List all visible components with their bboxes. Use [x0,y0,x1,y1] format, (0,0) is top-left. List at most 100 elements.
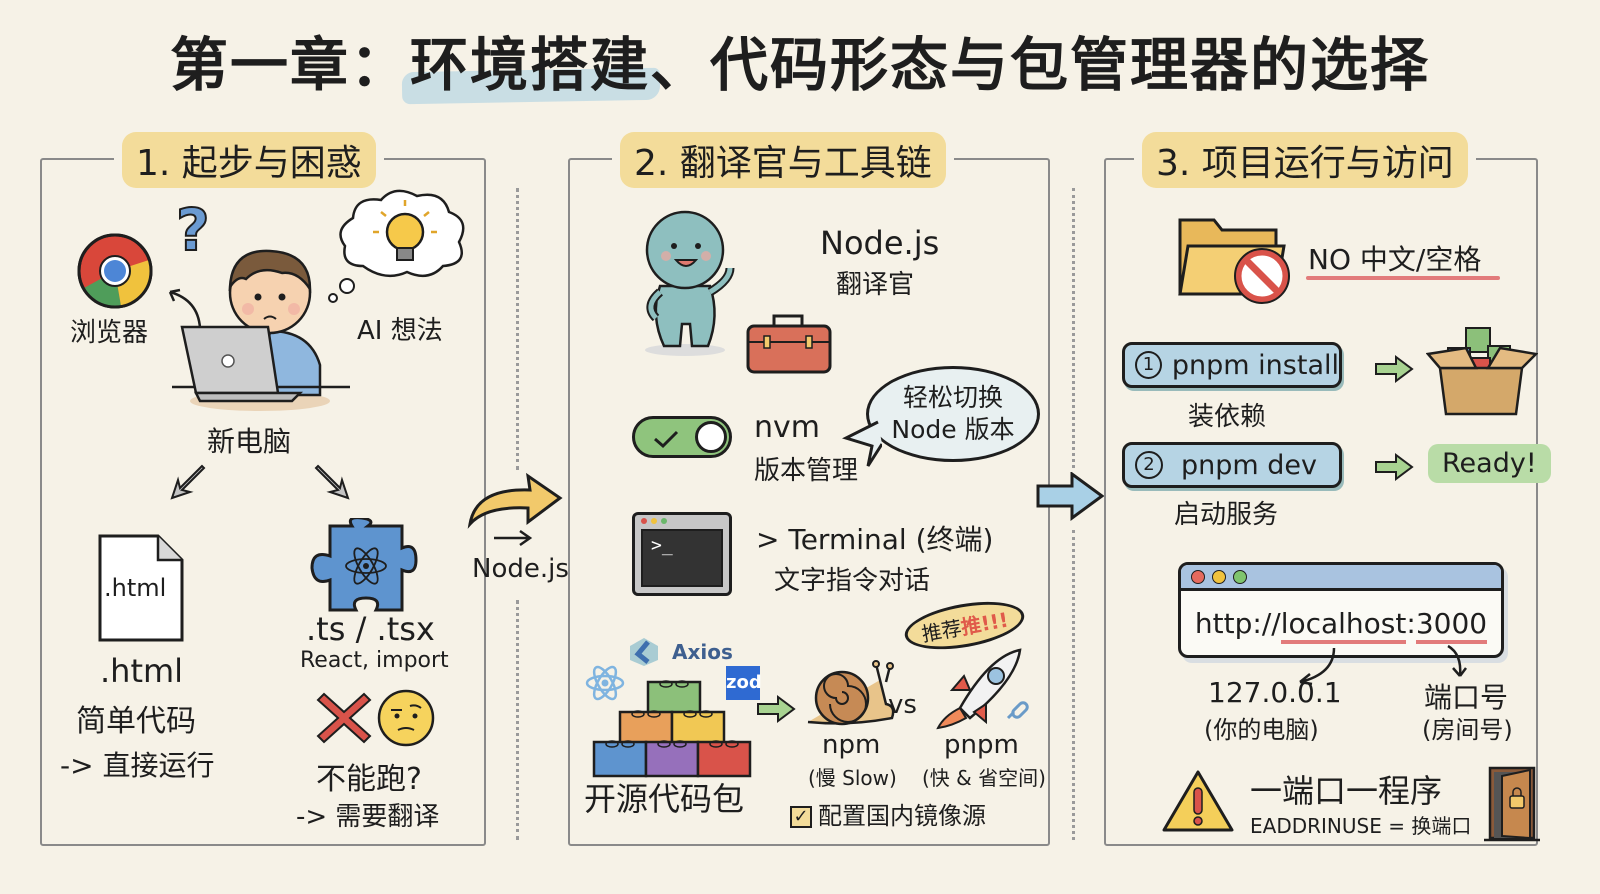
nodejs-title: Node.js [820,224,940,262]
connector-nodejs-label: Node.js [472,554,569,584]
warning-title: 一端口一程序 [1250,772,1443,810]
question-mark-icon: ? [175,195,211,265]
url-prefix: http:// [1194,607,1281,640]
zod-logo-icon: zod [726,666,762,700]
toggle-knob [695,421,727,453]
ai-idea-label: AI 想法 [357,316,443,346]
packages-label: 开源代码包 [584,780,745,818]
bubble-line-1: 轻松切换 [902,383,1003,412]
terminal-prompt: >_ [651,535,673,556]
curved-arrow-right-icon [467,472,563,529]
window-maximize-dot [1233,569,1247,584]
nvm-title: nvm [754,410,820,445]
section-title-text: 1. 起步与困惑 [136,143,362,184]
divider-2b [1072,530,1075,840]
divider-1b [516,600,519,840]
html-file-icon-text: .html [104,574,167,602]
page-title-text: 第一章：环境搭建、代码形态与包管理器的选择 [169,31,1430,99]
html-description: 简单代码 [76,704,196,739]
html-result: -> 直接运行 [60,749,215,782]
locked-door-icon [1484,766,1540,842]
pointer-arrow-host-icon [1299,647,1336,686]
nodejs-mascot-illustration [645,210,735,356]
panel-translator-toolchain: 2. 翻译官与工具链 [568,132,1050,846]
page-title: 第一章：环境搭建、代码形态与包管理器的选择 [169,18,1430,105]
blue-arrow-right-icon [1036,472,1105,521]
browser-window-localhost: http://localhost:3000 [1178,562,1504,658]
step-1-command: pnpm install [1171,349,1339,381]
divider-1 [516,188,519,470]
url-colon: : [1406,607,1416,640]
mirror-config-label: 配置国内镜像源 [818,802,986,830]
browser-title-bar [1181,565,1501,591]
port-description: (房间号) [1422,716,1513,744]
folder-prohibited-icon [1178,218,1290,304]
pnpm-title: pnpm [944,730,1019,760]
lego-blocks-icon [592,680,752,778]
step-2-number: 2 [1135,451,1163,479]
red-x-icon [316,692,372,744]
nvm-speech-bubble: 轻松切换 Node 版本 [866,366,1040,462]
arrow-down-right-icon [314,464,350,500]
react-puzzle-piece-icon [310,518,418,612]
ts-problem: 不能跑? [316,762,422,797]
bubble-tail [842,420,882,467]
page-title-wrap: 第一章：环境搭建、代码形态与包管理器的选择 [0,18,1600,105]
checkmark-icon [654,430,679,449]
skeptical-emoji-icon [377,689,435,747]
axios-label: Axios [672,640,733,664]
axios-logo-icon [630,638,658,666]
package-box-icon [1426,327,1538,416]
divider-2 [1072,188,1075,468]
url-port: 3000 [1415,607,1488,644]
step-1-number: 1 [1135,351,1162,379]
host-ip-title: 127.0.0.1 [1208,676,1342,709]
warning-triangle-icon [1162,770,1234,832]
toolbox-icon [746,314,832,374]
step-2-description: 启动服务 [1174,500,1279,530]
chrome-browser-icon [77,233,153,309]
ready-status-badge: Ready! [1428,444,1551,483]
snail-icon [807,660,895,726]
html-file-icon [98,534,184,642]
arrow-down-left-icon [170,464,206,500]
thought-bubble-lightbulb-icon [328,189,465,303]
curved-arrow-icon [168,288,202,329]
window-minimize-dot [1212,569,1226,584]
npm-description: (慢 Slow) [808,766,897,790]
panel-project-run: 3. 项目运行与访问 [1104,132,1538,846]
mirror-config-item: ✓ 配置国内镜像源 [790,796,986,831]
ts-subtitle: React, import [300,648,449,673]
section-title-text: 3. 项目运行与访问 [1156,143,1454,184]
panel-getting-started: 1. 起步与困惑 [40,132,486,846]
green-arrow-right-icon [1375,453,1414,481]
green-arrow-right-icon [757,695,796,723]
green-arrow-right-icon [1375,355,1414,383]
step-2-command: pnpm dev [1181,449,1318,481]
terminal-description: 文字指令对话 [774,566,931,596]
recommend-text: 推荐 [919,615,964,647]
terminal-window-icon: >_ [632,512,732,596]
ts-title: .ts / .tsx [306,610,435,648]
bubble-line-2: Node 版本 [891,415,1015,444]
url-host: localhost [1280,607,1407,644]
terminal-screen: >_ [641,529,723,587]
section-title-1: 1. 起步与困惑 [122,132,376,188]
react-logo-icon [585,665,625,701]
new-computer-label: 新电脑 [207,425,292,458]
pnpm-dev-command: 2 pnpm dev [1122,442,1342,488]
pnpm-install-command: 1 pnpm install [1122,342,1342,388]
confused-boy-with-laptop-illustration [172,249,350,411]
pointer-arrow-port-icon [1447,644,1467,677]
section-title-text: 2. 翻译官与工具链 [634,143,932,184]
port-title: 端口号 [1424,681,1509,714]
nvm-description: 版本管理 [754,456,859,486]
recommend-emphasis: 推!!! [959,607,1011,640]
rocket-icon [936,648,1029,730]
checkbox-checked-icon: ✓ [790,806,812,828]
npm-title: npm [822,730,881,760]
nvm-toggle-switch [632,416,732,458]
section-title-3: 3. 项目运行与访问 [1142,132,1468,188]
folder-rule: NO 中文/空格 [1308,243,1482,276]
terminal-window-dots [641,518,667,524]
